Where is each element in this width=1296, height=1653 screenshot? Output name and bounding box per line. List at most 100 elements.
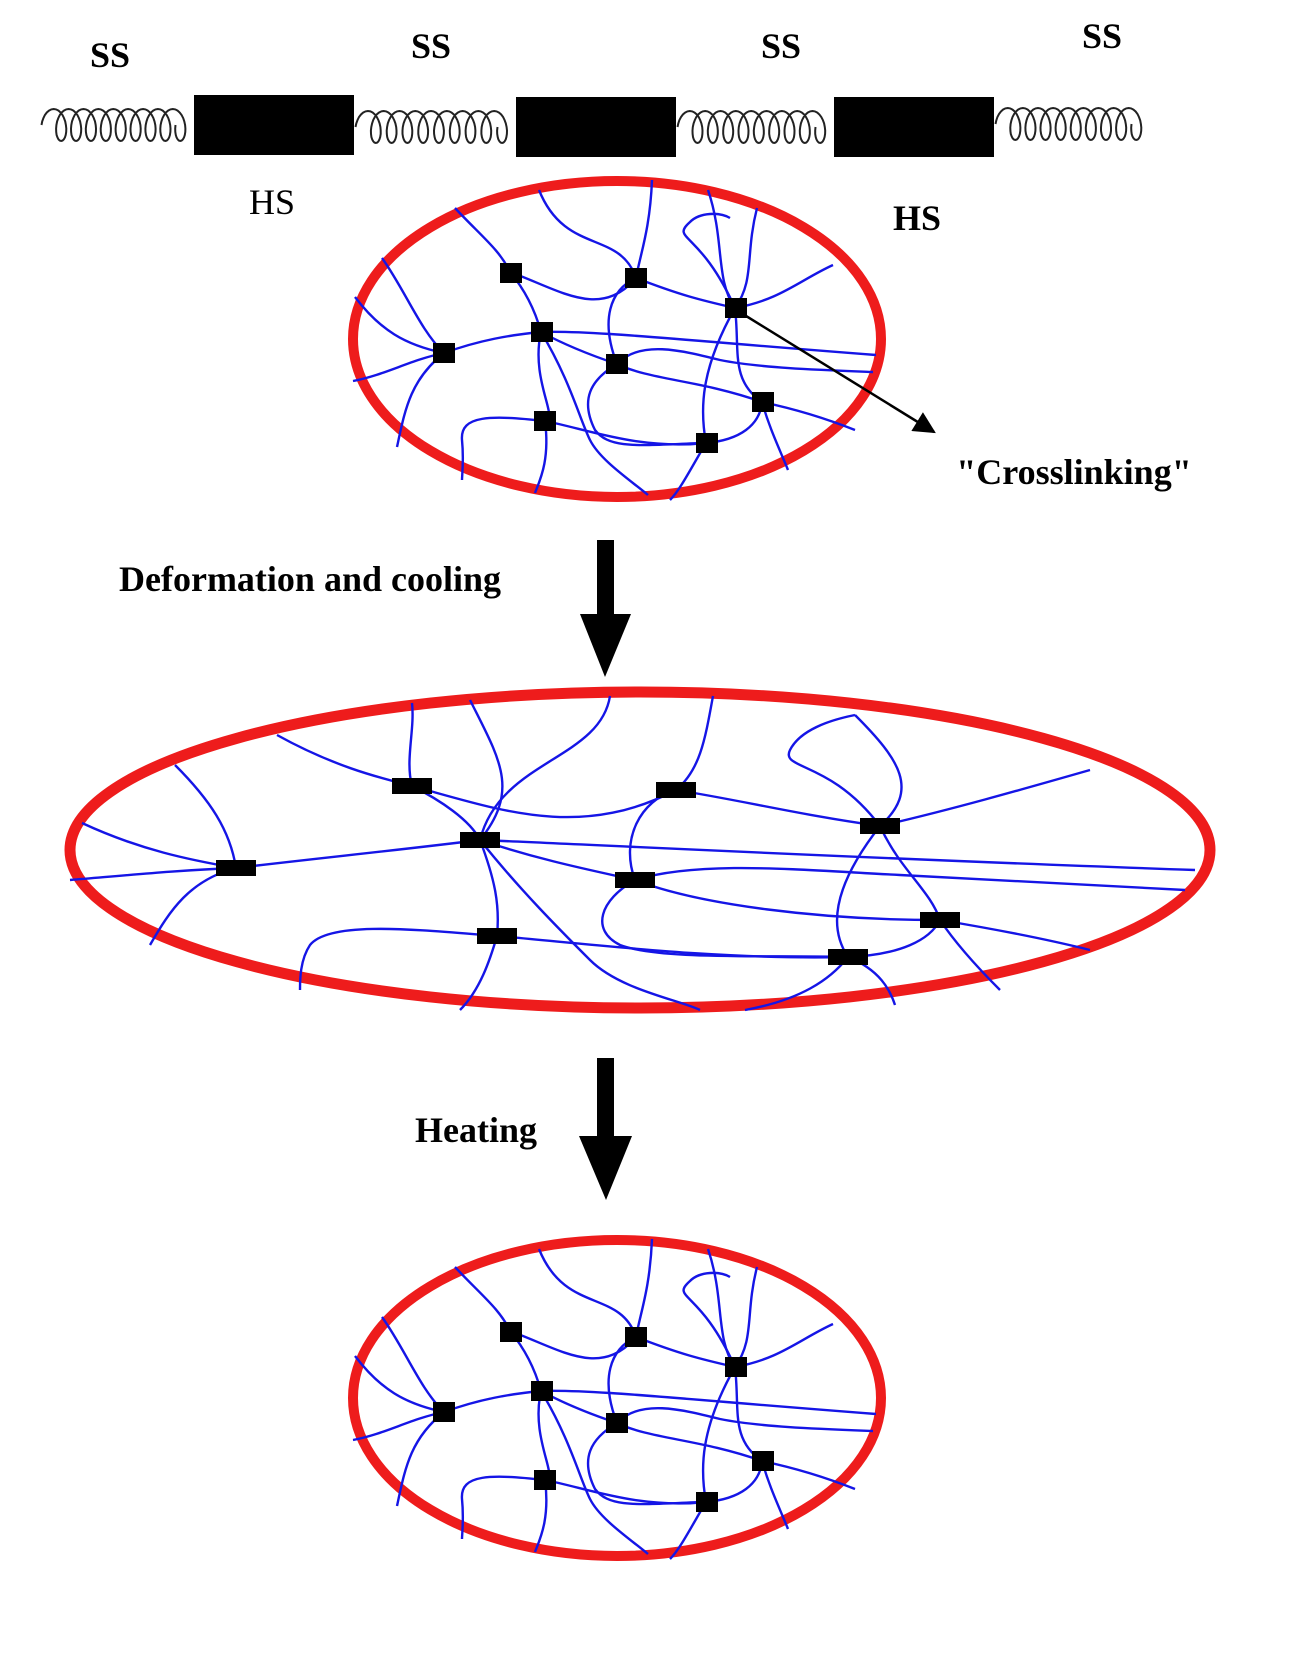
crosslink-point [477,928,517,944]
crosslink-point [500,263,522,283]
heating-step-label: Heating [415,1110,537,1150]
crosslink-point [606,354,628,374]
crosslink-point [696,1492,718,1512]
network-recovered-shape [348,1235,886,1561]
polymer-chain [635,276,736,310]
polymer-chain [628,788,677,881]
polymer-chain [760,401,790,471]
polymer-chain [479,839,701,1012]
polymer-chain [616,1406,874,1433]
crosslink-point [752,392,774,412]
polymer-chain [733,1366,763,1462]
polymer-chain [411,784,482,841]
polymer-chain [734,1322,834,1369]
polymer-chain [408,702,414,787]
polymer-chain [533,420,548,494]
polymer-chain [539,331,649,496]
polymer-chain [496,934,849,959]
crosslink-point [920,912,960,928]
soft-segment-coil-2 [354,109,509,145]
polymer-chain [174,764,238,869]
deformation-step-arrow [580,540,631,677]
polymer-chain [276,733,413,788]
polymer-chain [787,713,881,827]
polymer-chain [235,838,481,870]
crosslink-point [625,1327,647,1347]
polymer-chain [460,416,546,481]
crosslink-point [433,343,455,363]
crosslink-point [534,1470,556,1490]
crosslink-point [500,1322,522,1342]
polymer-chain [939,918,1091,952]
polymer-chain [675,695,715,791]
soft-segment-coil-4 [994,106,1143,142]
polymer-chain [81,821,237,870]
polymer-chain [454,207,512,273]
crosslink-point [625,268,647,288]
hs-label-1: HS [249,182,295,222]
polymer-chain [586,362,707,447]
polymer-chain [601,878,849,959]
soft-segment-coil-1 [40,107,187,143]
hard-segment-block-2 [516,97,676,157]
polymer-chain [537,189,638,279]
polymer-chain [539,1390,649,1555]
crosslink-point [606,1413,628,1433]
polymer-chain [479,838,1196,872]
polymer-chain [634,1238,654,1338]
polymer-chain [634,866,1186,892]
polymer-chain [734,207,759,309]
polymer-chain [616,1421,763,1463]
polymer-chain [411,784,677,819]
crosslink-point [828,949,868,965]
polymer-chain [634,179,654,279]
crosslink-point [433,1402,455,1422]
polymer-chain [701,307,737,444]
polymer-chain [706,189,736,309]
polymer-chain [701,1366,737,1503]
deformation-step-label: Deformation and cooling [119,559,501,599]
hs-label-2: HS [893,198,941,238]
crosslink-point [615,872,655,888]
polymer-chain [381,257,445,354]
ss-label-4: SS [1082,16,1122,56]
polymer-chain [509,1329,637,1360]
network-boundary-ellipse [348,1235,886,1561]
polymer-chain [586,1421,707,1506]
polymer-chain [878,825,942,921]
polymer-chain [635,1335,736,1369]
polymer-chain [544,419,707,446]
polymer-chain [533,1479,548,1553]
polymer-chain [381,1316,445,1413]
polymer-chain [706,1248,736,1368]
crosslink-point [392,778,432,794]
polymer-chain [734,1266,759,1368]
network-deformed-shape [64,686,1216,1014]
crosslink-point [216,860,256,876]
crosslink-point [656,782,696,798]
polymer-chain [540,330,877,357]
hard-segment-block-3 [834,97,994,157]
polymer-chain [682,1271,737,1368]
network-original-shape [348,176,886,502]
polymer-chain [354,296,445,355]
polymer-chain [537,1248,638,1338]
hard-segment-block-1 [194,95,354,155]
network-boundary-ellipse [348,176,886,502]
crosslink-point [531,322,553,342]
crosslinking-pointer-arrow [737,309,936,434]
heating-step-arrow [579,1058,632,1200]
ss-label-2: SS [411,26,451,66]
crosslink-point [752,1451,774,1471]
polymer-chain [616,362,763,404]
crosslink-point [725,1357,747,1377]
polymer-chain [835,825,881,958]
polymer-chain [682,212,737,309]
polymer-chain [675,788,881,828]
ss-label-3: SS [761,26,801,66]
crosslink-point [531,1381,553,1401]
polymer-chain [854,714,903,827]
block-copolymer-chain [40,95,1143,157]
